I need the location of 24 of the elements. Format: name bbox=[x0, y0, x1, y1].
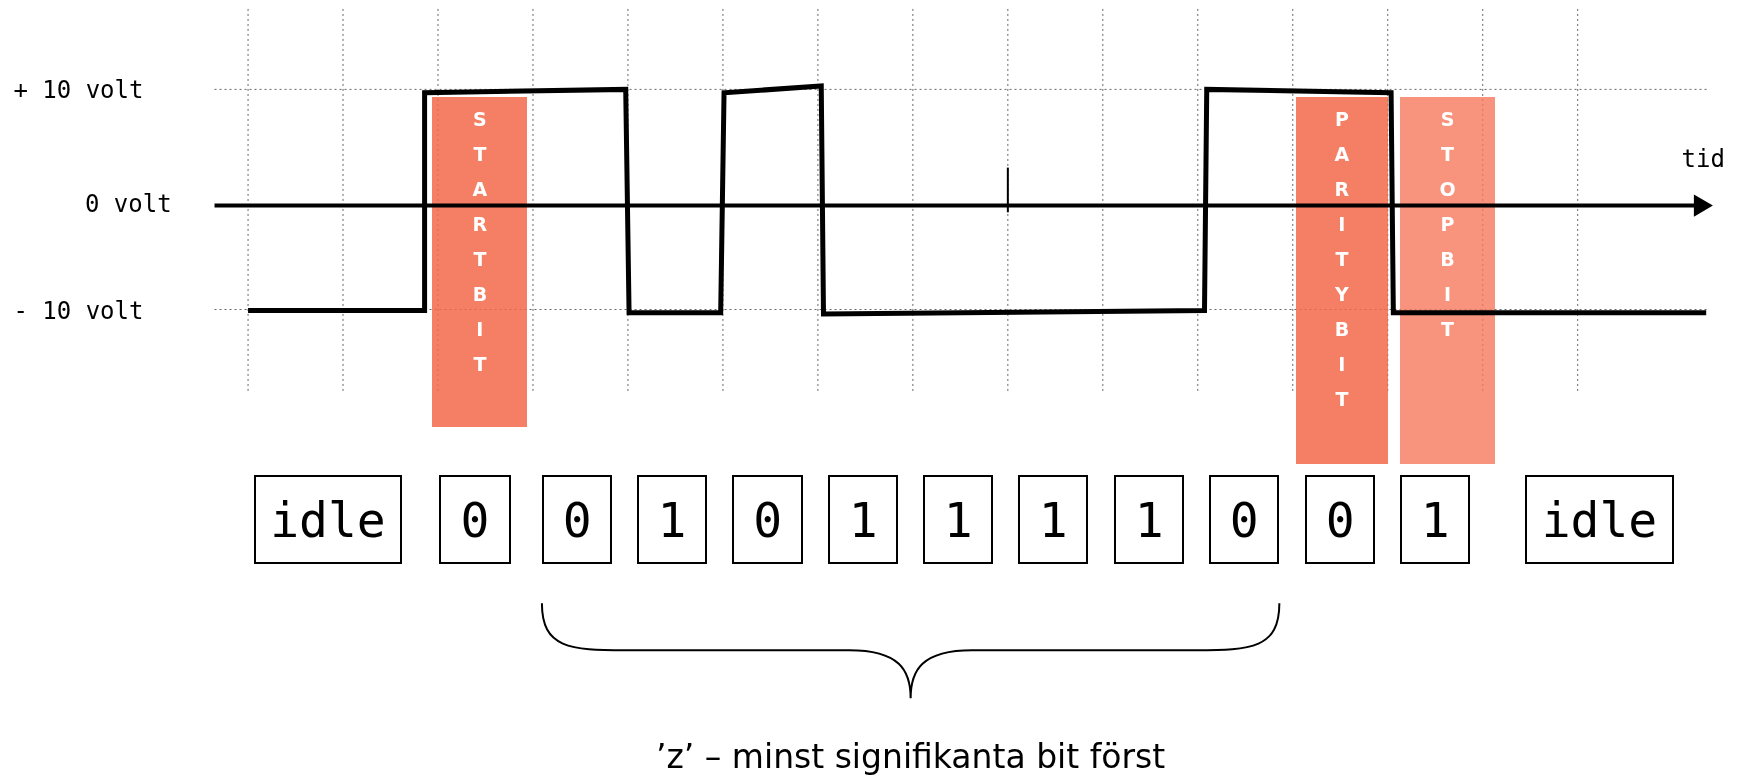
bit-box: 0 bbox=[731, 474, 804, 565]
axis-label: 0 volt bbox=[84, 189, 172, 218]
bit-box: 1 bbox=[1114, 474, 1185, 565]
brace-caption: ’z’ – minst signifikanta bit först bbox=[656, 737, 1166, 777]
bit-box: idle bbox=[1525, 474, 1674, 565]
highlight-bar bbox=[1296, 97, 1388, 464]
highlight-bar bbox=[432, 97, 528, 427]
bit-box: idle bbox=[253, 474, 403, 565]
axis-label: tid bbox=[1681, 145, 1725, 174]
vertical-label: STOP BIT bbox=[1438, 107, 1457, 343]
bit-box: 0 bbox=[541, 474, 613, 565]
vertical-label: START BIT bbox=[471, 107, 489, 378]
bit-box: 1 bbox=[1400, 474, 1471, 565]
axis-label: - 10 volt bbox=[13, 297, 144, 326]
bit-box: 1 bbox=[827, 474, 899, 565]
bit-box: 1 bbox=[922, 474, 994, 565]
bit-box: 0 bbox=[1305, 474, 1376, 565]
highlight-bar bbox=[1400, 97, 1495, 464]
bit-box: 0 bbox=[1208, 474, 1280, 565]
bit-box: 0 bbox=[439, 474, 511, 565]
bit-box: 1 bbox=[1017, 474, 1089, 565]
axis-label: + 10 volt bbox=[13, 75, 144, 104]
bit-box: 1 bbox=[636, 474, 708, 565]
vertical-label: PARITY BIT bbox=[1333, 107, 1351, 413]
